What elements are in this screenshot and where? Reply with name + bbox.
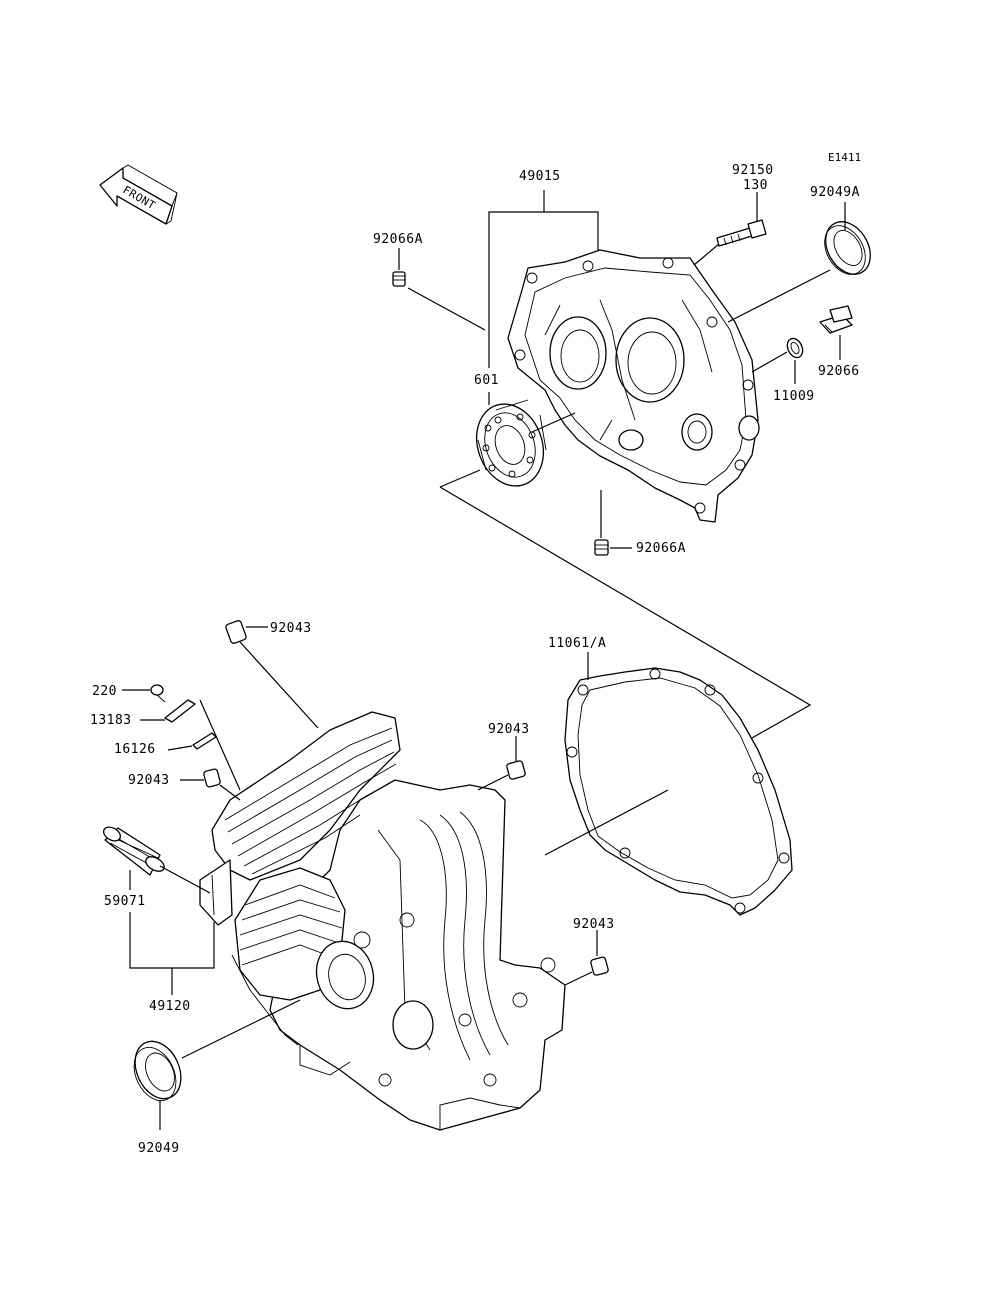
bolt-92150 <box>716 219 767 247</box>
pin-92066a-top <box>392 271 406 287</box>
front-arrow-icon: FRONT <box>99 164 178 225</box>
pin-92066a-bottom <box>594 539 609 556</box>
label-92043-right: 92043 <box>573 917 615 932</box>
label-49015: 49015 <box>519 169 561 184</box>
label-130: 130 <box>743 178 768 193</box>
oil-seal-92049a <box>824 221 871 275</box>
label-92066a-top: 92066A <box>373 232 423 247</box>
label-92049: 92049 <box>138 1141 180 1156</box>
label-11009: 11009 <box>773 389 815 404</box>
oil-seal-92049 <box>133 1040 182 1102</box>
label-92066a-bottom: 92066A <box>636 541 686 556</box>
label-13183: 13183 <box>90 713 132 728</box>
sleeve-92043-top <box>225 620 247 644</box>
sleeve-92043-mid <box>506 760 526 780</box>
label-601: 601 <box>474 373 499 388</box>
label-59071: 59071 <box>104 894 146 909</box>
crankcase-cover <box>507 249 760 523</box>
label-11061a: 11061/A <box>548 636 606 651</box>
crankcase <box>199 711 566 1131</box>
washer-11009 <box>786 337 804 359</box>
label-92150: 92150 <box>732 163 774 178</box>
sleeve-92043-left <box>203 768 221 788</box>
diagram-code: E1411 <box>828 151 861 164</box>
gasket-11061a <box>564 667 793 916</box>
label-220: 220 <box>92 684 117 699</box>
label-92043-left: 92043 <box>128 773 170 788</box>
label-92043-top: 92043 <box>270 621 312 636</box>
screw-220 <box>150 684 166 703</box>
gasket-16126 <box>192 732 217 750</box>
filter-59071 <box>102 826 165 876</box>
label-92043-mid: 92043 <box>488 722 530 737</box>
label-49120: 49120 <box>149 999 191 1014</box>
plate-13183 <box>164 699 196 723</box>
plug-92066 <box>819 305 853 334</box>
label-16126: 16126 <box>114 742 156 757</box>
sleeve-92043-right <box>590 956 609 976</box>
label-92049a: 92049A <box>810 185 860 200</box>
label-92066: 92066 <box>818 364 860 379</box>
bearing-601 <box>476 399 547 487</box>
